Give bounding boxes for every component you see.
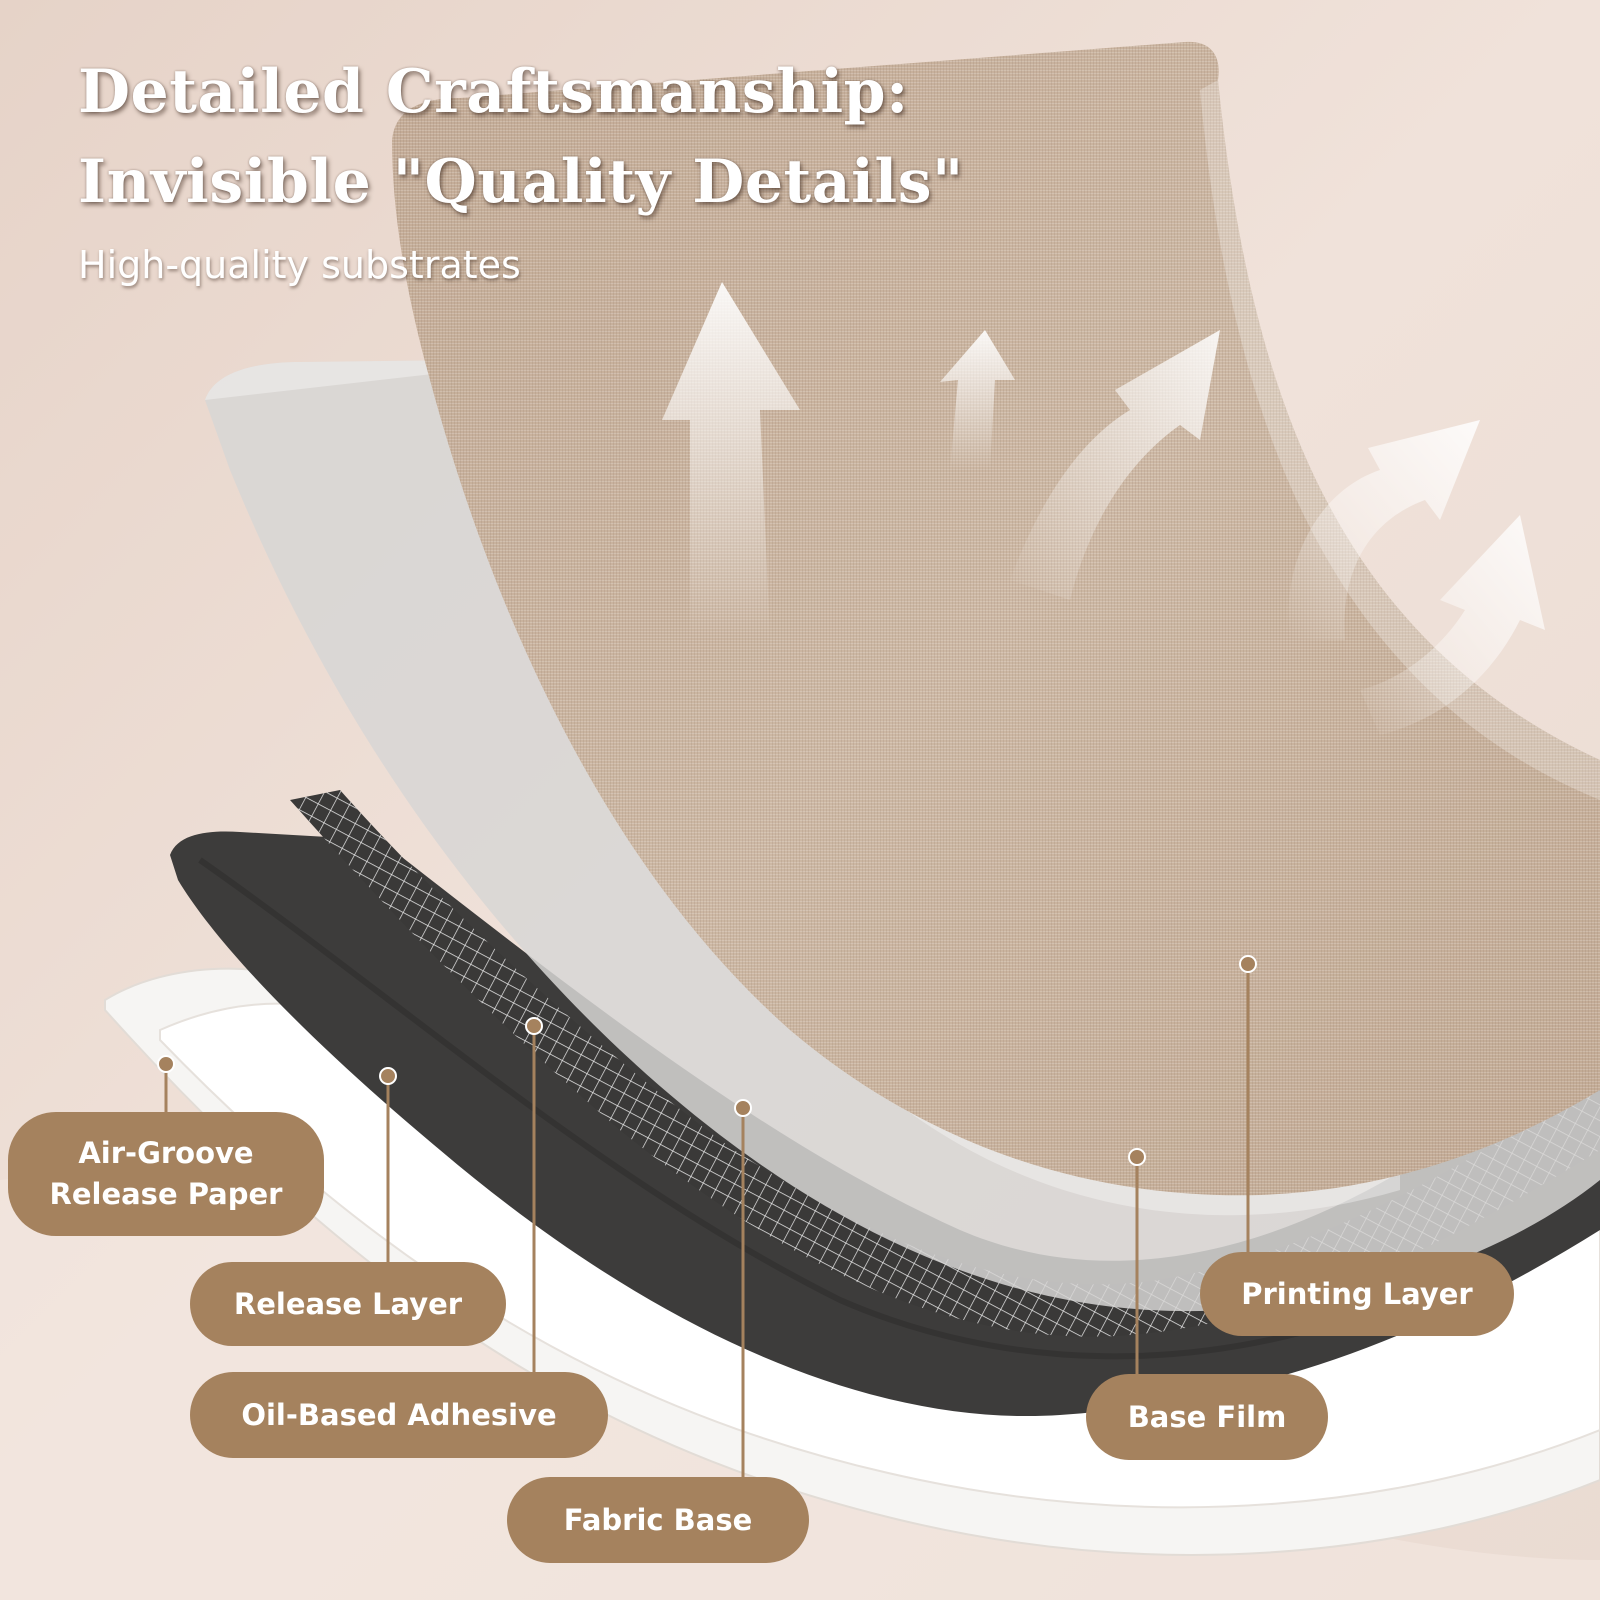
- upward-arrow-icon: [662, 282, 800, 640]
- headline-line-1: Detailed Craftsmanship:: [78, 57, 909, 127]
- subtitle: High-quality substrates: [78, 243, 521, 287]
- label-air-groove-release-paper: Air-Groove Release Paper: [8, 1112, 324, 1236]
- upward-arrow-icon: [1010, 330, 1220, 600]
- label-oil-based-adhesive: Oil-Based Adhesive: [190, 1372, 608, 1458]
- label-printing-layer: Printing Layer: [1200, 1252, 1514, 1336]
- upward-arrow-icon: [940, 330, 1015, 470]
- label-release-layer: Release Layer: [190, 1262, 506, 1346]
- label-fabric-base: Fabric Base: [507, 1477, 809, 1563]
- headline-line-2: Invisible "Quality Details": [78, 147, 964, 217]
- curved-arrow-icon: [1288, 420, 1480, 640]
- leader-lines: [157, 955, 1257, 1477]
- curved-arrow-icon: [1360, 515, 1545, 735]
- label-base-film: Base Film: [1086, 1374, 1328, 1460]
